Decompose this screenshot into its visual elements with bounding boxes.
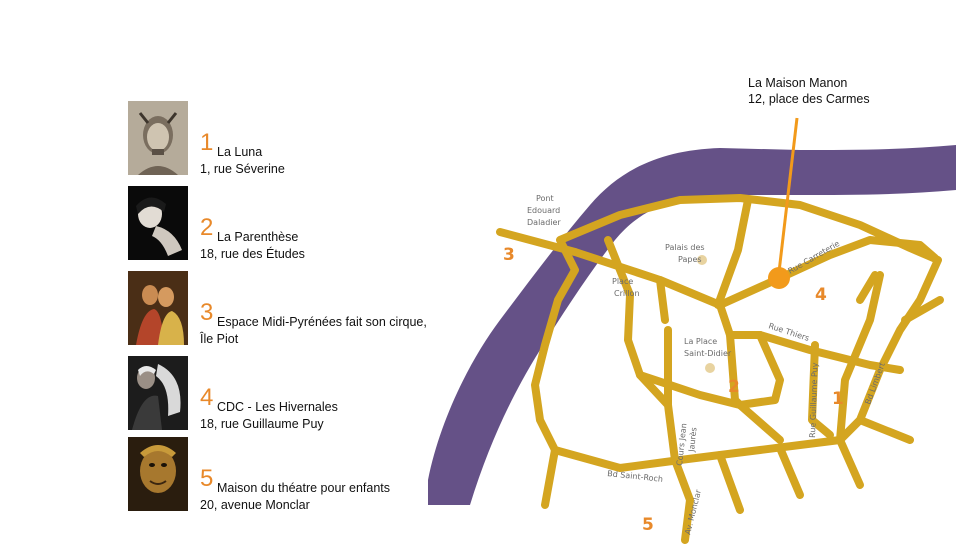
venue-name: La Luna xyxy=(217,145,263,159)
map-marker-4: 4 xyxy=(815,285,827,305)
dancer-white-hair-image xyxy=(128,356,188,430)
label-crillon-1: Place xyxy=(612,277,633,286)
venue-name: Maison du théatre pour enfants xyxy=(217,481,391,495)
venue-name: Espace Midi-Pyrénées fait son cirque, xyxy=(217,315,427,329)
callout-leader-line xyxy=(777,117,799,273)
map-marker-1: 1 xyxy=(832,389,844,409)
venue-thumbnail xyxy=(128,271,188,345)
venue-thumbnail xyxy=(128,437,188,511)
callout-address: 12, place des Carmes xyxy=(748,92,870,106)
venue-thumbnail xyxy=(128,356,188,430)
venue-number: 5 xyxy=(200,465,214,492)
venue-item[interactable]: 2 La Parenthèse 18, rue des Études xyxy=(128,186,448,261)
label-crillon-2: Crillon xyxy=(614,289,640,298)
venue-number: 1 xyxy=(200,129,214,156)
venue-address: 20, avenue Monclar xyxy=(200,498,310,512)
venue-item[interactable]: 5 Maison du théatre pour enfants 20, ave… xyxy=(128,437,448,512)
venue-number: 3 xyxy=(200,299,214,326)
venue-item[interactable]: 4 CDC - Les Hivernales 18, rue Guillaume… xyxy=(128,356,448,431)
venue-number: 4 xyxy=(200,384,214,411)
maison-manon-marker xyxy=(768,267,790,289)
label-guillaume-puy: Rue Guillaume Puy xyxy=(808,362,820,438)
portrait-bearded-man-image xyxy=(128,101,188,175)
label-jean-jaures-2: Jaurès xyxy=(686,427,699,453)
label-palais-2: Papes xyxy=(678,255,702,264)
label-saint-didier-1: La Place xyxy=(684,337,717,346)
palais-des-papes-dot xyxy=(697,255,707,265)
venue-address: 18, rue des Études xyxy=(200,247,305,261)
label-saint-roch: Bd Saint-Roch xyxy=(607,469,664,484)
city-map[interactable]: Pont Edouard Daladier Palais des Papes P… xyxy=(428,60,956,559)
road-network xyxy=(496,194,944,544)
venue-number: 2 xyxy=(200,214,214,241)
map-canvas: Pont Edouard Daladier Palais des Papes P… xyxy=(428,117,956,544)
dark-haired-performer-image xyxy=(128,186,188,260)
map-marker-5: 5 xyxy=(642,515,654,535)
saint-didier-dot xyxy=(705,363,715,373)
label-saint-didier-2: Saint-Didier xyxy=(684,349,732,358)
map-marker-2: 2 xyxy=(728,377,740,397)
venue-thumbnail xyxy=(128,186,188,260)
maison-manon-callout: La Maison Manon 12, place des Carmes xyxy=(748,75,870,107)
venue-address: Île Piot xyxy=(200,332,239,346)
label-jean-jaures-1: Cours Jean xyxy=(675,423,688,467)
river xyxy=(428,145,956,505)
venue-item[interactable]: 3 Espace Midi-Pyrénées fait son cirque, … xyxy=(128,271,448,346)
venue-address: 1, rue Séverine xyxy=(200,162,285,176)
venue-name: La Parenthèse xyxy=(217,230,299,244)
venue-name: CDC - Les Hivernales xyxy=(217,400,338,414)
label-palais-1: Palais des xyxy=(665,243,705,252)
puppet-face-image xyxy=(128,437,188,511)
callout-name: La Maison Manon xyxy=(748,76,848,90)
label-pont-2: Edouard xyxy=(527,206,560,215)
couple-embrace-image xyxy=(128,271,188,345)
map-marker-3: 3 xyxy=(503,245,515,265)
venue-item[interactable]: 1 La Luna 1, rue Séverine xyxy=(128,101,448,176)
label-pont-3: Daladier xyxy=(527,218,561,227)
venue-thumbnail xyxy=(128,101,188,175)
label-pont-1: Pont xyxy=(536,194,554,203)
venue-address: 18, rue Guillaume Puy xyxy=(200,417,324,431)
